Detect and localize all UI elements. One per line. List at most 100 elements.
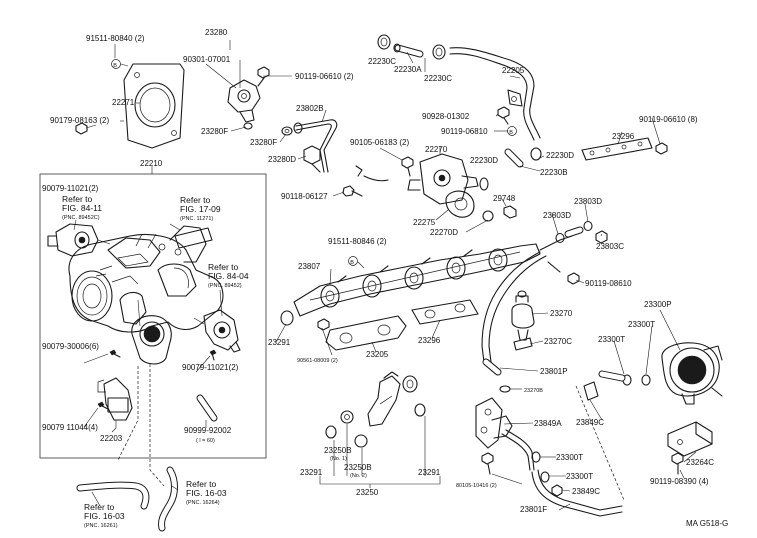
svg-text:Refer to: Refer to [62,194,93,204]
bolt-90561-08009 [317,318,330,331]
label-22210: 22210 [140,159,163,168]
label-90928-01302: 90928-01302 [422,112,470,121]
label-22230C-2: 22230C [424,74,452,83]
labels: 91511-80840 (2) 23280 90301-07001 90119-… [42,28,728,528]
label-23803D-b: 23803D [543,211,571,220]
label-90301-07001: 90301-07001 [183,55,231,64]
svg-text:(PNC. 89452C): (PNC. 89452C) [62,215,100,221]
label-23803C: 23803C [596,242,624,251]
label-23250B-2: 23250B [344,463,372,472]
label-90119-08610: 90119-08610 [585,279,632,288]
reference-fig-16-03-left: Refer to FIG. 16-03 (PNC. 16261) [84,502,125,529]
bolt-90928-01302 [497,106,510,125]
bracket-23849A [475,397,513,449]
clip-23849C-lower [551,484,563,497]
hose-90999-92002 [196,394,218,422]
label-23300P: 23300P [644,300,672,309]
hose-fig-16-03-right [158,466,178,532]
svg-text:FIG. 84-11: FIG. 84-11 [62,203,102,213]
reference-fig-84-11: Refer to FIG. 84-11 (PNC. 89452C) [62,194,102,221]
label-22230D-2: 22230D [470,156,498,165]
label-91511-80840: 91511-80840 (2) [86,34,145,43]
gasket-22275 [445,190,475,218]
label-23801P: 23801P [540,367,568,376]
label-23280F: 23280F [201,127,228,136]
label-23291-1: 23291 [268,338,291,347]
svg-text:(PNC. 16264): (PNC. 16264) [186,500,220,506]
label-90999-92002: 90999-92002 [184,426,232,435]
gasket-23296-lower [411,299,479,325]
label-22230D-1: 22230D [546,151,574,160]
oring-23291-1 [280,310,294,326]
clip-22230C-1 [377,34,391,50]
label-22230A-1: 22230A [394,65,422,74]
union-23280 [205,40,261,123]
gasket-22271 [123,63,185,149]
label-22230C-1: 22230C [368,57,396,66]
marker-b-2: B [507,126,517,136]
label-23205: 23205 [366,350,389,359]
label-23291-2: 23291 [300,468,323,477]
label-23296: 23296 [612,132,635,141]
hose-22230A [393,43,424,58]
label-23803D: 23803D [574,197,602,206]
oring-23270B [499,385,511,393]
label-23250B-1-note: (No. 1) [330,456,347,462]
throttle-sensor-right [193,309,241,353]
label-23280F-b: 23280F [250,138,277,147]
label-23300T-2: 23300T [598,335,625,344]
label-90119-06610-2: 90119-06610 (2) [295,72,354,81]
label-23270C: 23270C [544,337,572,346]
label-22270D: 22270D [430,228,458,237]
label-23849C-2: 23849C [572,487,600,496]
throttle-body-group-frame [39,173,267,459]
clip-23270C [513,337,533,351]
bolt-90105-06183 [401,156,414,177]
delivery-pipe-23807 [293,235,573,317]
label-22205: 22205 [502,66,525,75]
label-90561-08009: 90561-08009 (2) [297,358,338,364]
svg-text:FIG. 84-04: FIG. 84-04 [208,271,249,281]
label-23300T-1: 23300T [628,320,655,329]
svg-text:FIG. 17-09: FIG. 17-09 [180,204,221,214]
label-90079-30006: 90079-30006(6) [42,342,99,351]
insulator-23205 [325,315,407,351]
label-23280D: 23280D [268,155,296,164]
bolt-90119-08390 [671,452,684,475]
label-90119-06810: 90119-06810 [441,127,488,136]
bolt-90118-06127 [342,165,389,197]
label-23291-3: 23291 [418,468,441,477]
washer-22270D [482,210,494,222]
clip-23849C-upper [583,381,599,401]
label-23270: 23270 [550,309,573,318]
label-90079-11021: 90079-11021(2) [42,184,99,193]
gasket-fig-17-09 [174,227,213,249]
svg-text:FIG. 16-03: FIG. 16-03 [84,511,125,521]
label-23300T-4: 23300T [566,472,593,481]
washer-23280F-b [281,126,293,136]
pressure-regulator-23270 [511,290,535,341]
hose-22230B [504,148,524,168]
label-23849C-1: 23849C [576,418,604,427]
pulsation-damper-23300P [659,309,723,405]
injector-23250 [367,371,418,427]
svg-text:(PNC. 16261): (PNC. 16261) [84,523,118,529]
label-23807: 23807 [298,262,321,271]
union-23803D [555,220,593,244]
union-23300T-upper [598,370,651,386]
svg-text:B: B [350,260,354,266]
label-90119-06610-8: 90119-06610 (8) [639,115,698,124]
svg-text:B: B [113,63,117,69]
marker-b-3: B [348,256,358,266]
reference-fig-16-03-right: Refer to FIG. 16-03 (PNC. 16264) [186,479,227,506]
clip-22230D-2 [479,177,489,191]
bolt-90119-06610-8 [655,142,668,155]
svg-text:(PNC. 89452): (PNC. 89452) [208,283,242,289]
svg-text:FIG. 16-03: FIG. 16-03 [186,488,227,498]
isc-valve [131,299,172,365]
fuel-line-23801P [481,251,547,376]
label-91511-80846: 91511-80846 (2) [328,237,387,246]
label-90118-06127: 90118-06127 [281,192,328,201]
